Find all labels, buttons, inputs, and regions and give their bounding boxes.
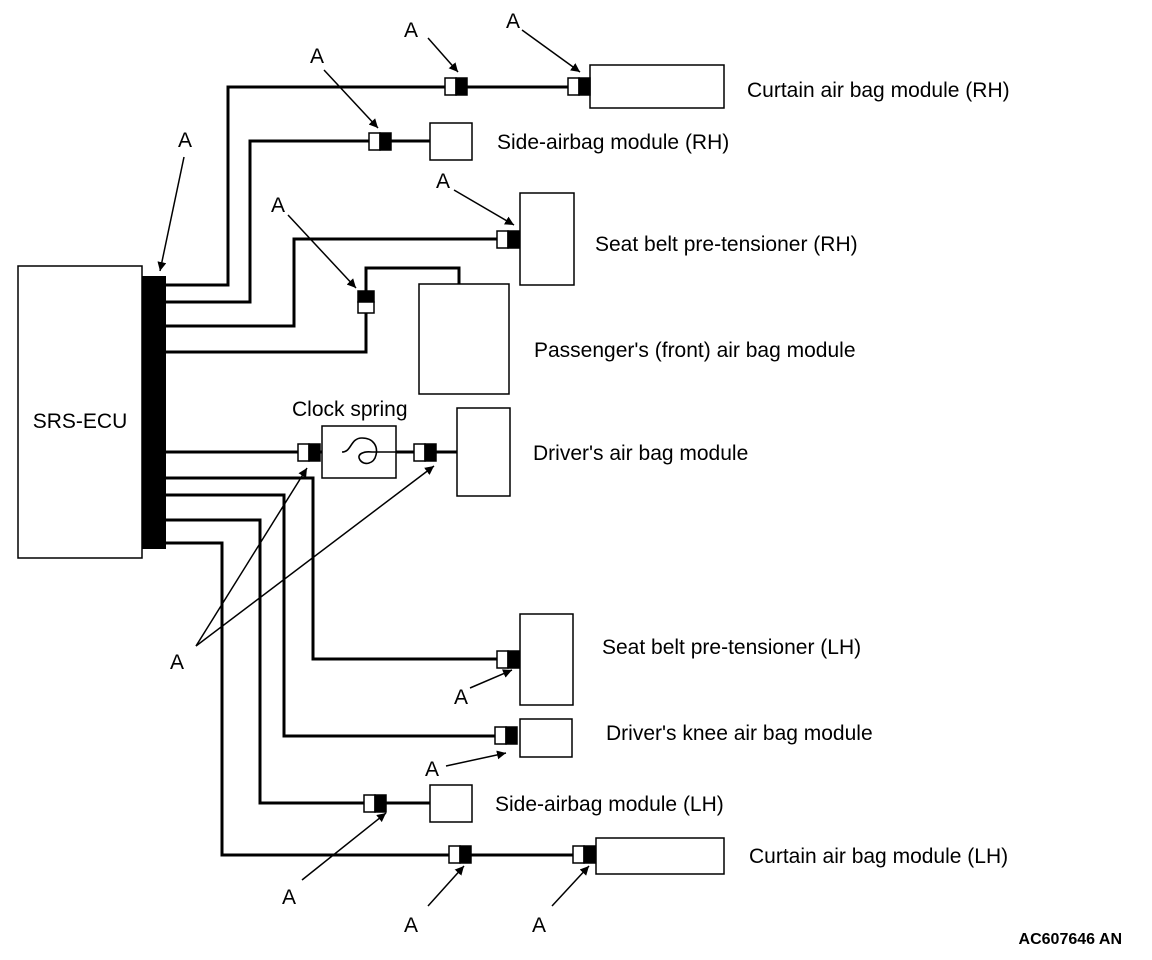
label-side-airbag-rh: Side-airbag module (RH) — [497, 131, 729, 154]
seatbelt-pretensioner-rh-box — [519, 192, 575, 286]
label-a-passenger-front: A — [271, 194, 285, 217]
connector-side-rh — [368, 132, 392, 151]
label-side-airbag-lh: Side-airbag module (LH) — [495, 793, 724, 816]
arrow-curtain-rh-mid — [427, 37, 459, 73]
label-driver-airbag: Driver's air bag module — [533, 442, 748, 465]
wire-side-rh — [166, 139, 430, 304]
arrow-curtain-lh-mid — [427, 865, 465, 907]
connector-labels: A A A A A A A A A A A A — [170, 10, 546, 937]
label-a-seatbelt-rh: A — [436, 170, 450, 193]
modules — [418, 64, 725, 875]
label-a-curtain-rh-mid: A — [404, 19, 418, 42]
arrow-clock-spring-in — [195, 467, 308, 647]
connectors — [297, 77, 596, 864]
reference-code: AC607646 AN — [1019, 931, 1122, 948]
label-seatbelt-pretensioner-lh: Seat belt pre-tensioner (LH) — [602, 636, 861, 659]
passenger-airbag-box — [418, 283, 510, 395]
label-a-seatbelt-lh: A — [454, 686, 468, 709]
connector-curtain-lh-module — [572, 845, 596, 864]
label-curtain-airbag-rh: Curtain air bag module (RH) — [747, 79, 1010, 102]
connector-driver — [413, 443, 437, 462]
connector-clock-spring-in — [297, 443, 321, 462]
label-a-curtain-rh-module: A — [506, 10, 520, 33]
label-a-side-lh: A — [282, 886, 296, 909]
connector-driver-knee — [494, 726, 518, 745]
seatbelt-pretensioner-lh-box — [519, 613, 574, 706]
driver-knee-airbag-box — [519, 718, 573, 758]
label-a-side-rh: A — [310, 45, 324, 68]
wire-curtain-lh — [166, 541, 585, 857]
callout-arrows — [157, 29, 590, 907]
label-a-curtain-lh-module: A — [532, 914, 546, 937]
curtain-airbag-rh-box — [589, 64, 725, 109]
label-curtain-airbag-lh: Curtain air bag module (LH) — [749, 845, 1008, 868]
connector-curtain-rh-mid — [444, 77, 468, 96]
connector-seatbelt-lh — [496, 650, 520, 669]
wire-driver-knee — [166, 493, 508, 738]
wire-side-lh — [166, 518, 430, 805]
module-labels: Curtain air bag module (RH) Side-airbag … — [495, 79, 1010, 868]
side-airbag-lh-box — [429, 784, 473, 823]
driver-airbag-box — [456, 407, 511, 497]
arrow-seatbelt-rh — [453, 189, 515, 226]
arrow-passenger-front — [287, 214, 357, 289]
wire-curtain-rh — [166, 85, 580, 287]
arrow-side-lh — [301, 812, 387, 881]
arrow-ecu-connector — [157, 156, 185, 272]
srs-ecu: SRS-ECU — [17, 265, 166, 559]
arrow-side-rh — [323, 69, 379, 129]
clock-spring: Clock spring — [292, 398, 408, 479]
connector-curtain-rh-module — [567, 77, 591, 96]
arrow-driver-knee — [445, 750, 507, 767]
arrow-seatbelt-lh — [469, 669, 513, 689]
label-driver-knee-airbag: Driver's knee air bag module — [606, 722, 873, 745]
curtain-airbag-lh-box — [595, 837, 725, 875]
arrow-curtain-lh-module — [551, 865, 590, 907]
connector-side-lh — [363, 794, 387, 813]
label-passenger-airbag: Passenger's (front) air bag module — [534, 339, 856, 362]
label-a-ecu: A — [178, 129, 192, 152]
wiring-harness — [166, 85, 585, 857]
label-a-driver-knee: A — [425, 758, 439, 781]
side-airbag-rh-box — [429, 122, 473, 161]
wire-passenger-front — [166, 266, 461, 354]
label-a-driver-pair: A — [170, 651, 184, 674]
clock-spring-label: Clock spring — [292, 398, 408, 421]
wire-seatbelt-lh — [166, 476, 508, 661]
connector-seatbelt-rh — [496, 230, 520, 249]
wire-seatbelt-rh — [166, 237, 508, 328]
connector-passenger-front — [357, 290, 375, 314]
connector-curtain-lh-mid — [448, 845, 472, 864]
arrow-curtain-rh-module — [521, 29, 581, 73]
label-seatbelt-pretensioner-rh: Seat belt pre-tensioner (RH) — [595, 233, 858, 256]
label-a-curtain-lh-mid: A — [404, 914, 418, 937]
arrow-driver — [195, 465, 435, 647]
srs-ecu-label: SRS-ECU — [33, 410, 128, 433]
